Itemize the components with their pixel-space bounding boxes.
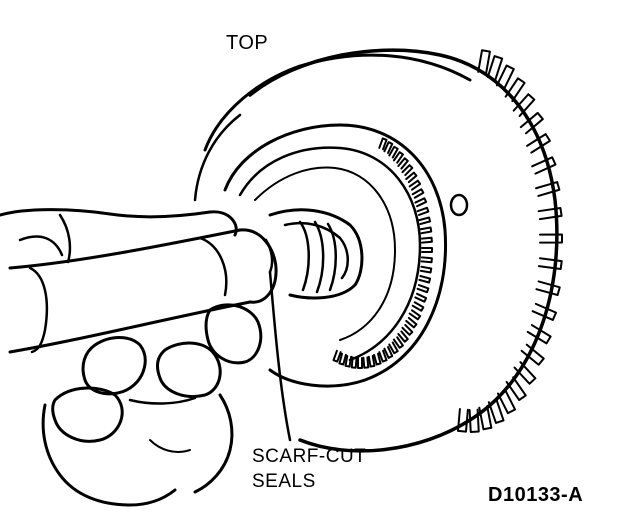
- spline-tooth: [373, 352, 382, 366]
- drum-inner-face: [223, 123, 448, 388]
- spline-tooth: [535, 181, 561, 197]
- spline-tooth: [519, 111, 544, 135]
- spline-tooth: [512, 93, 536, 117]
- spline-tooth: [478, 405, 493, 431]
- spline-tooth: [397, 157, 409, 170]
- spline-tooth: [392, 151, 404, 164]
- spline-tooth: [411, 188, 425, 199]
- spline-tooth: [378, 137, 388, 151]
- spline-tooth: [411, 301, 425, 312]
- spline-tooth: [392, 336, 404, 349]
- spline-tooth: [338, 352, 347, 366]
- spline-tooth: [414, 292, 428, 303]
- spline-tooth: [408, 179, 422, 191]
- label-scarf-cut-seals: SCARF-CUT SEALS: [252, 444, 366, 494]
- spline-tooth: [397, 330, 409, 343]
- spline-tooth: [526, 133, 551, 154]
- label-seals: SEALS: [252, 471, 316, 492]
- spline-tooth: [405, 171, 418, 184]
- spline-tooth: [401, 323, 414, 336]
- spline-tooth: [513, 361, 537, 385]
- spline-tooth: [421, 247, 433, 253]
- spline-tooth: [378, 349, 388, 363]
- label-scarf-cut: SCARF-CUT: [252, 446, 367, 467]
- figure-id: D10133-A: [488, 484, 584, 506]
- spline-tooth: [477, 49, 491, 75]
- spline-tooth: [388, 145, 399, 159]
- spline-tooth: [405, 316, 418, 329]
- spline-tooth: [495, 64, 515, 90]
- spline-tooth: [401, 164, 414, 177]
- spline-tooth: [537, 257, 563, 271]
- spline-tooth: [383, 141, 394, 154]
- spline-tooth: [383, 346, 394, 359]
- installer-tool: [8, 228, 278, 354]
- spline-tooth: [486, 55, 504, 81]
- spline-tooth: [388, 341, 399, 355]
- spline-tooth: [420, 236, 433, 244]
- spline-tooth: [487, 398, 505, 424]
- hands: [0, 208, 263, 507]
- spline-tooth: [420, 256, 433, 264]
- spline-tooth: [497, 388, 517, 415]
- spline-tooth: [367, 355, 376, 368]
- spline-tooth: [468, 408, 480, 433]
- spline-tooth: [350, 356, 358, 369]
- spline-tooth: [418, 275, 432, 284]
- spline-tooth: [456, 408, 469, 433]
- spline-tooth: [344, 355, 353, 368]
- spline-tooth: [416, 284, 430, 294]
- spline-tooth: [414, 197, 428, 208]
- spline-tooth: [418, 216, 432, 225]
- drum-outer-rim: [193, 48, 559, 453]
- spline-tooth: [419, 265, 433, 274]
- hub-shaft: [268, 193, 469, 300]
- drum-internal-splines: [332, 137, 433, 369]
- spline-tooth: [416, 206, 430, 216]
- spline-tooth: [362, 356, 370, 369]
- seals-leader-line: [268, 270, 292, 442]
- spline-tooth: [535, 280, 561, 297]
- spline-tooth: [419, 226, 433, 235]
- label-top: TOP: [226, 32, 269, 54]
- spline-tooth: [505, 376, 527, 401]
- drum-external-splines: [456, 49, 564, 433]
- spline-tooth: [531, 302, 558, 321]
- spline-tooth: [537, 206, 563, 221]
- spline-tooth: [520, 343, 545, 366]
- scarf-cut-seal-grooves: [264, 220, 338, 294]
- spline-tooth: [332, 349, 342, 363]
- spline-tooth: [408, 309, 422, 321]
- spline-tooth: [526, 324, 552, 345]
- spline-tooth: [538, 233, 564, 244]
- spline-tooth: [531, 156, 557, 175]
- spline-tooth: [504, 77, 526, 103]
- spline-tooth: [357, 357, 363, 369]
